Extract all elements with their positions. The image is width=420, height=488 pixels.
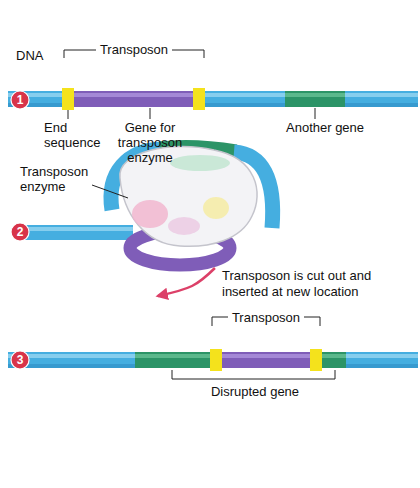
dna-strand: DNA TransposonEnd sequenceGene for transp… (0, 36, 420, 170)
part-label: Gene for transposon enzyme (108, 120, 192, 165)
enzyme-complex: Transposon enzyme (18, 140, 290, 268)
part-label: End sequence (44, 120, 106, 150)
dna-band (8, 349, 418, 371)
callout-number: 1 (11, 92, 29, 108)
callout-number: 2 (11, 224, 29, 240)
callout-number: 3 (11, 352, 29, 368)
callout-circles (11, 91, 29, 369)
leader-lines (64, 50, 315, 119)
dna-strand: TransposonDisrupted gene (0, 296, 420, 406)
arrow-caption: Transposon is cut out and inserted at ne… (222, 268, 412, 300)
segment-label: Transposon (228, 310, 304, 325)
bracket-lines (172, 317, 335, 379)
part-label: Disrupted gene (200, 384, 310, 399)
process-arrow (158, 268, 215, 296)
molecule-label: DNA (16, 48, 56, 63)
part-label: Transposon enzyme (20, 164, 98, 194)
part-label: Another gene (286, 120, 386, 135)
segment-label: Transposon (96, 42, 172, 57)
dna-band (8, 88, 418, 110)
